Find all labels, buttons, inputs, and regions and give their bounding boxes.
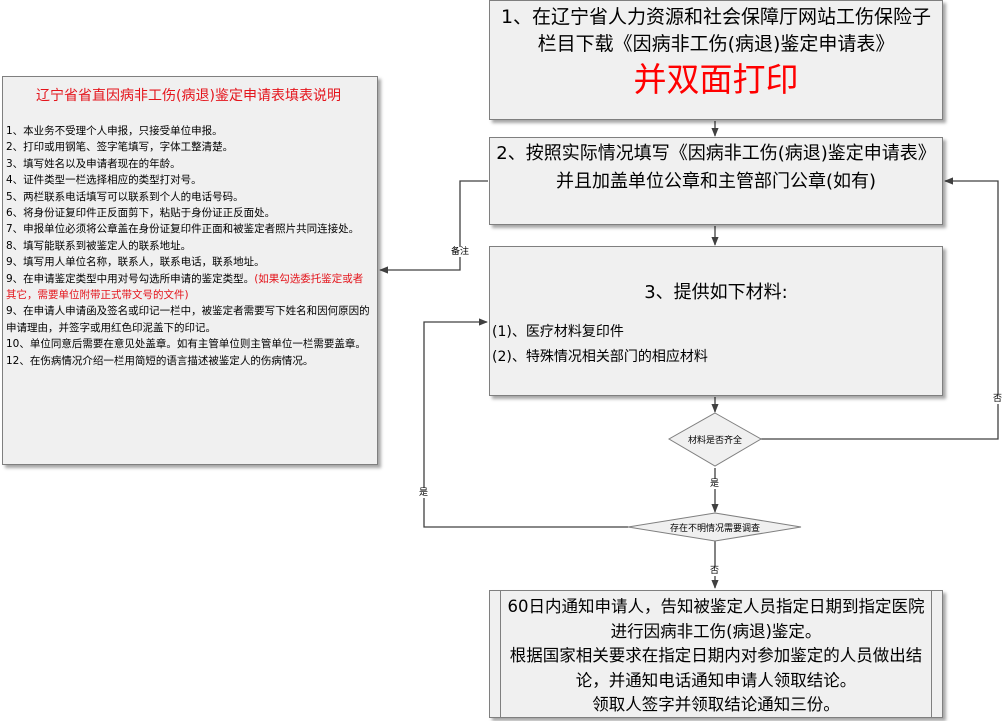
step3-item-medical: (1)、医疗材料复印件 <box>492 324 624 340</box>
final-line-collect: 领取人签字并领取结论通知三份。 <box>592 695 840 714</box>
step3-item-special: (2)、特殊情况相关部门的相应材料 <box>492 349 708 365</box>
label-remark: 备注 <box>451 247 470 257</box>
notes-box: 辽宁省省直因病非工伤(病退)鉴定申请表填表说明 1、本业务不受理个人申报，只接受… <box>2 76 378 465</box>
label-no-investigation: 否 <box>710 566 720 576</box>
final-line-conclusion: 根据国家相关要求在指定日期内对参加鉴定的人员做出结论，并通知电话通知申请人领取结… <box>509 646 923 690</box>
notes-line-6: 6、将身份证复印件正反面剪下，粘贴于身份证正反面处。 <box>6 207 276 220</box>
arrow-decision1-no-loop <box>760 177 999 440</box>
decision-materials-diamond <box>667 412 763 467</box>
decision-investigation-text: 存在不明情况需要调查 <box>669 524 760 534</box>
step1-emphasis: 并双面打印 <box>633 60 799 99</box>
step1-box: 1、在辽宁省人力资源和社会保障厅网站工伤保险子栏目下载《因病非工伤(病退)鉴定申… <box>489 0 943 120</box>
notes-line-2: 2、打印或用钢笔、签字笔填写，字体工整清楚。 <box>6 141 234 154</box>
arrow-remark-to-notes <box>379 180 488 274</box>
step2-box: 2、按照实际情况填写《因病非工伤(病退)鉴定申请表》并且加盖单位公章和主管部门公… <box>489 137 943 225</box>
notes-line-7: 7、申报单位必须将公章盖在身份证复印件正面和被鉴定者照片共同连接处。 <box>6 223 360 236</box>
step3-box: 3、提供如下材料: (1)、医疗材料复印件 (2)、特殊情况相关部门的相应材料 <box>489 246 943 396</box>
final-box: 60日内通知申请人，告知被鉴定人员指定日期到指定医院进行因病非工伤(病退)鉴定。… <box>489 590 943 718</box>
notes-line-12: 10、单位同意后需要在意见处盖章。如有主管单位则主管单位一栏需要盖章。 <box>6 338 366 351</box>
notes-line-13: 12、在伤病情况介绍一栏用简短的语言描述被鉴定人的伤病情况。 <box>6 354 314 367</box>
notes-line-8: 8、填写能联系到被鉴定人的联系地址。 <box>6 239 192 252</box>
notes-line-3: 3、填写姓名以及申请者现在的年龄。 <box>6 157 181 170</box>
arrow-decision2-yes-loop <box>423 318 628 528</box>
label-yes-materials: 是 <box>710 479 720 489</box>
final-line-notify: 60日内通知申请人，告知被鉴定人员指定日期到指定医院进行因病非工伤(病退)鉴定。 <box>507 597 925 641</box>
notes-line-10: 9、在申请鉴定类型中用对号勾选所申请的鉴定类型。(如果勾选委托鉴定或者其它，需要… <box>6 271 371 304</box>
label-yes-investigation: 是 <box>419 488 429 498</box>
step2-text: 2、按照实际情况填写《因病非工伤(病退)鉴定申请表》并且加盖单位公章和主管部门公… <box>496 143 936 192</box>
label-no-materials: 否 <box>993 394 1003 404</box>
final-inner: 60日内通知申请人，告知被鉴定人员指定日期到指定医院进行因病非工伤(病退)鉴定。… <box>500 591 932 717</box>
notes-line-11: 9、在申请人申请函及签名或印记一栏中，被鉴定者需要写下姓名和因何原因的申请理由，… <box>6 305 370 334</box>
notes-line-4: 4、证件类型一栏选择相应的类型打对号。 <box>6 174 202 187</box>
decision-investigation-diamond <box>627 512 802 542</box>
step1-text: 1、在辽宁省人力资源和社会保障厅网站工伤保险子栏目下载《因病非工伤(病退)鉴定申… <box>500 6 932 55</box>
step3-title: 3、提供如下材料: <box>644 282 788 303</box>
notes-title: 辽宁省省直因病非工伤(病退)鉴定申请表填表说明 <box>36 88 341 104</box>
notes-line-5: 5、两栏联系电话填写可以联系到个人的电话号码。 <box>6 190 244 203</box>
notes-line-1: 1、本业务不受理个人申报，只接受单位申报。 <box>6 125 223 137</box>
notes-line-10-red: (如果勾选委托鉴定或者其它，需要单位附带正式带文号的文件) <box>6 272 364 302</box>
notes-line-9: 9、填写用人单位名称，联系人，联系电话，联系地址。 <box>6 256 265 269</box>
notes-line-10-text: 9、在申请鉴定类型中用对号勾选所申请的鉴定类型。 <box>6 272 255 285</box>
decision-materials-text: 材料是否齐全 <box>687 436 742 446</box>
